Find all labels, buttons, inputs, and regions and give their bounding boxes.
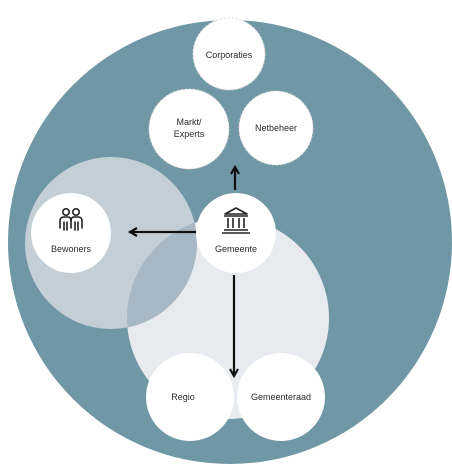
node-gemeenteraad-label: Gemeenteraad (251, 392, 311, 402)
node-markt-experts-label-line2: Experts (174, 129, 205, 139)
node-corporaties-label: Corporaties (206, 50, 253, 60)
node-markt-experts-label-line1: Markt/ (176, 117, 202, 127)
zone-overlap (127, 217, 197, 329)
node-regio-label: Regio (171, 392, 195, 402)
node-bewoners-label: Bewoners (51, 244, 92, 254)
building-icon (222, 207, 250, 234)
node-markt-experts: Markt/ Experts (148, 88, 230, 170)
node-gemeente: Gemeente (196, 193, 276, 273)
node-bewoners: Bewoners (31, 193, 111, 273)
node-netbeheer: Netbeheer (238, 90, 314, 166)
node-gemeente-label: Gemeente (215, 244, 257, 254)
node-netbeheer-label: Netbeheer (255, 123, 297, 133)
node-corporaties: Corporaties (192, 17, 266, 91)
residents-icon (59, 208, 83, 231)
node-gemeenteraad: Gemeenteraad (237, 353, 325, 441)
node-regio: Regio (146, 353, 234, 441)
